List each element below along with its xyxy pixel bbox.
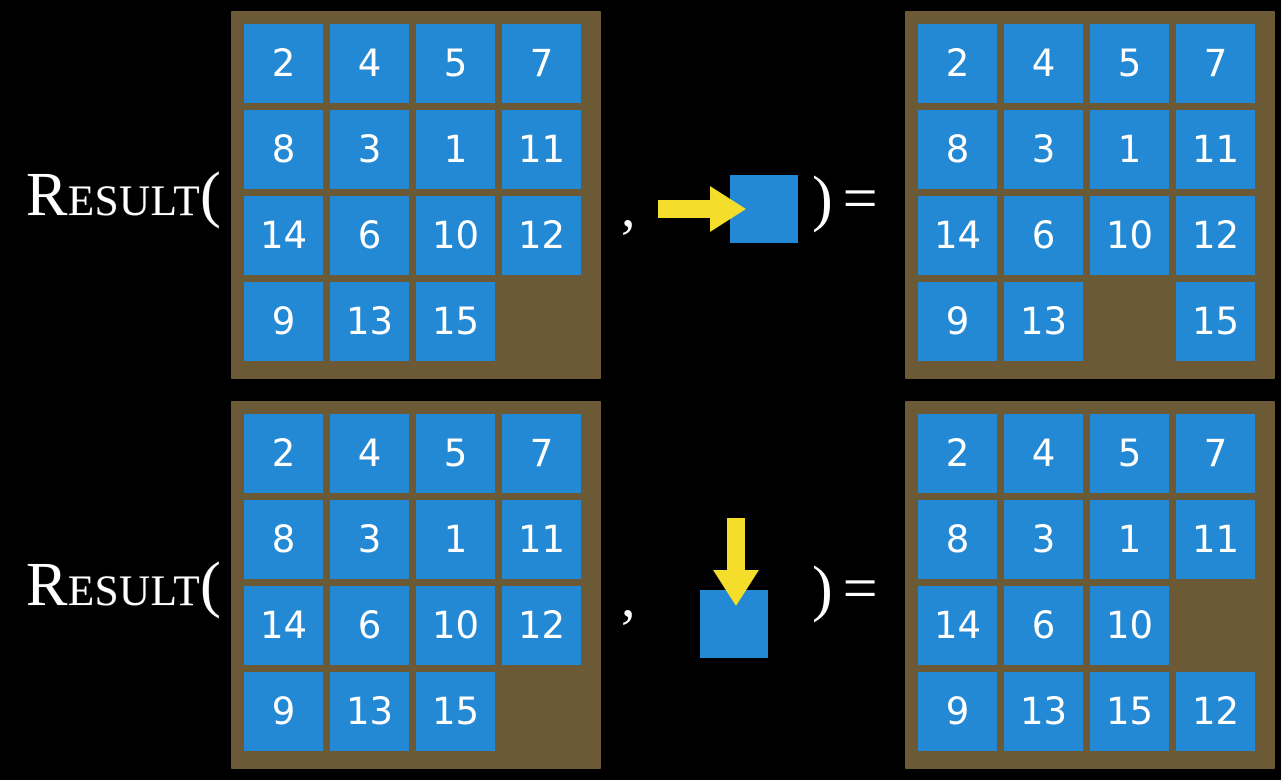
puzzle-tile[interactable]: 2 <box>918 24 997 103</box>
puzzle-tile[interactable]: 15 <box>1090 672 1169 751</box>
puzzle-tile[interactable]: 7 <box>1176 24 1255 103</box>
puzzle-tile[interactable]: 7 <box>502 414 581 493</box>
puzzle-tile[interactable]: 8 <box>244 500 323 579</box>
puzzle-tile[interactable]: 13 <box>330 672 409 751</box>
puzzle-tile[interactable]: 8 <box>918 110 997 189</box>
puzzle-tile[interactable]: 11 <box>1176 500 1255 579</box>
puzzle-tile[interactable]: 2 <box>244 414 323 493</box>
puzzle-tile[interactable]: 2 <box>244 24 323 103</box>
puzzle-tile[interactable]: 3 <box>330 500 409 579</box>
puzzle-tile[interactable]: 14 <box>244 586 323 665</box>
close-paren-equals-row-2: )= <box>812 558 878 620</box>
puzzle-tile[interactable]: 4 <box>1004 24 1083 103</box>
puzzle-tile[interactable]: 14 <box>918 196 997 275</box>
puzzle-tile[interactable]: 9 <box>244 672 323 751</box>
puzzle-tile[interactable]: 10 <box>416 196 495 275</box>
puzzle-tile[interactable]: 13 <box>330 282 409 361</box>
puzzle-blank-cell <box>502 672 581 751</box>
arrow-right-icon-row-1 <box>658 186 746 232</box>
puzzle-tile[interactable]: 6 <box>1004 196 1083 275</box>
puzzle-tile[interactable]: 5 <box>416 24 495 103</box>
puzzle-tile[interactable]: 15 <box>416 282 495 361</box>
puzzle-tile[interactable]: 12 <box>1176 196 1255 275</box>
puzzle-tile[interactable]: 8 <box>918 500 997 579</box>
result-function-label-row-2: Result( <box>26 551 222 619</box>
close-paren-equals-row-1: )= <box>812 168 878 230</box>
close-paren-row-1: ) <box>812 165 833 233</box>
argument-separator-comma-row-1: , <box>621 174 636 239</box>
puzzle-tile[interactable]: 8 <box>244 110 323 189</box>
puzzle-blank-cell <box>1176 586 1255 665</box>
puzzle-tile[interactable]: 9 <box>918 672 997 751</box>
puzzle-tile[interactable]: 12 <box>502 196 581 275</box>
puzzle-tile[interactable]: 7 <box>502 24 581 103</box>
puzzle-tile[interactable]: 1 <box>1090 500 1169 579</box>
puzzle-blank-cell <box>502 282 581 361</box>
puzzle-tile[interactable]: 15 <box>416 672 495 751</box>
puzzle-tile[interactable]: 6 <box>330 586 409 665</box>
puzzle-tile[interactable]: 14 <box>244 196 323 275</box>
puzzle-tile[interactable]: 11 <box>502 500 581 579</box>
puzzle-tile[interactable]: 9 <box>244 282 323 361</box>
puzzle-tile[interactable]: 10 <box>1090 196 1169 275</box>
puzzle-tile[interactable]: 12 <box>1176 672 1255 751</box>
puzzle-tile[interactable]: 12 <box>502 586 581 665</box>
puzzle-tile[interactable]: 1 <box>416 110 495 189</box>
puzzle-tile[interactable]: 4 <box>330 24 409 103</box>
puzzle-tile[interactable]: 11 <box>1176 110 1255 189</box>
puzzle-blank-cell <box>1090 282 1169 361</box>
puzzle-tile[interactable]: 6 <box>1004 586 1083 665</box>
puzzle-tile[interactable]: 13 <box>1004 282 1083 361</box>
equals-sign-row-2: = <box>842 555 878 623</box>
puzzle-tile[interactable]: 13 <box>1004 672 1083 751</box>
puzzle-tile[interactable]: 4 <box>330 414 409 493</box>
puzzle-tile[interactable]: 15 <box>1176 282 1255 361</box>
puzzle-tile[interactable]: 11 <box>502 110 581 189</box>
puzzle-tile[interactable]: 3 <box>1004 500 1083 579</box>
puzzle-tile[interactable]: 10 <box>416 586 495 665</box>
puzzle-tile[interactable]: 4 <box>1004 414 1083 493</box>
puzzle-tile[interactable]: 3 <box>1004 110 1083 189</box>
puzzle-tile[interactable]: 2 <box>918 414 997 493</box>
puzzle-tile[interactable]: 3 <box>330 110 409 189</box>
arrow-down-icon-row-2 <box>713 518 759 606</box>
puzzle-tile[interactable]: 9 <box>918 282 997 361</box>
puzzle-tile[interactable]: 5 <box>1090 414 1169 493</box>
result-function-label-row-1: Result( <box>26 161 222 229</box>
argument-separator-comma-row-2: , <box>621 564 636 629</box>
puzzle-tile[interactable]: 10 <box>1090 586 1169 665</box>
puzzle-tile[interactable]: 14 <box>918 586 997 665</box>
puzzle-tile[interactable]: 5 <box>1090 24 1169 103</box>
puzzle-tile[interactable]: 1 <box>1090 110 1169 189</box>
puzzle-tile[interactable]: 1 <box>416 500 495 579</box>
puzzle-tile[interactable]: 7 <box>1176 414 1255 493</box>
puzzle-tile[interactable]: 5 <box>416 414 495 493</box>
puzzle-tile[interactable]: 6 <box>330 196 409 275</box>
close-paren-row-2: ) <box>812 555 833 623</box>
equals-sign-row-1: = <box>842 165 878 233</box>
